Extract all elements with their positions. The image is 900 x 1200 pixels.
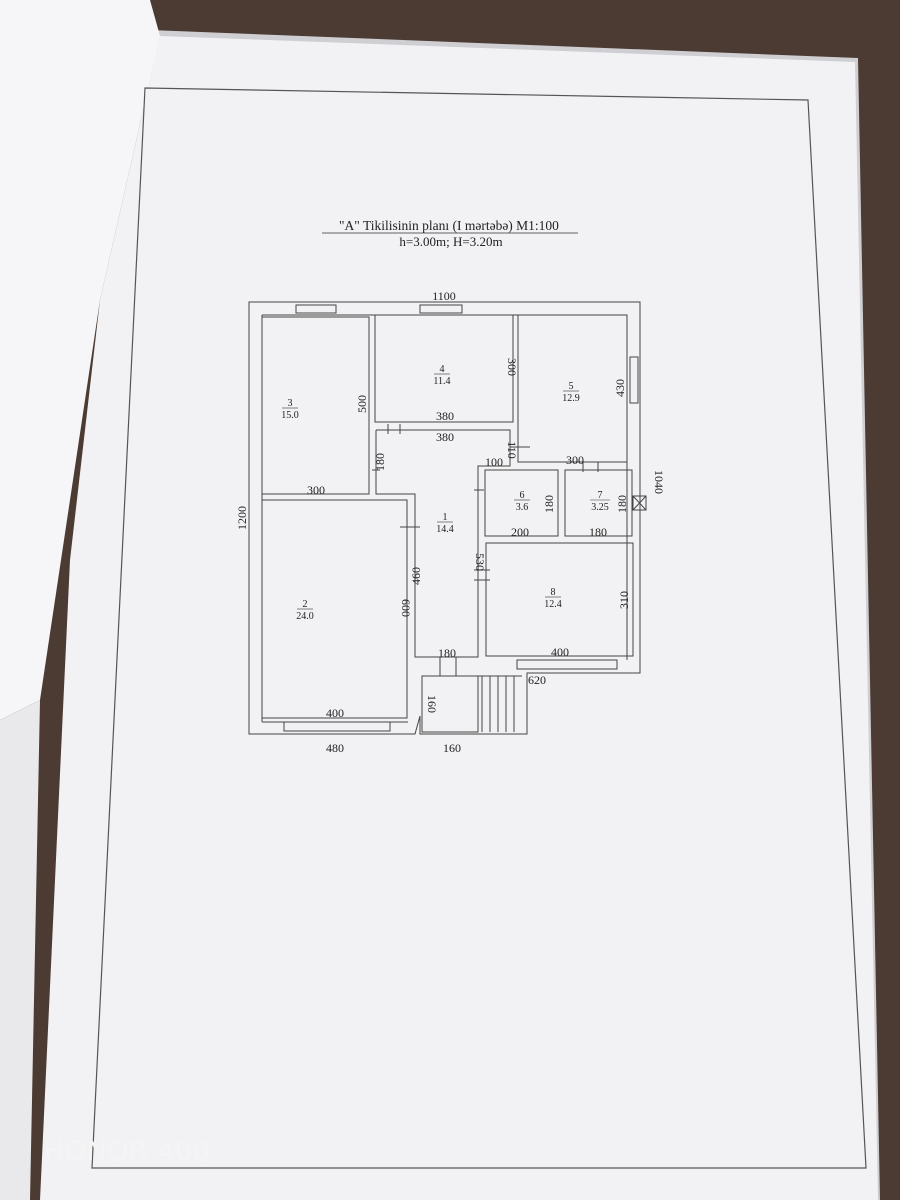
windows	[283, 304, 639, 732]
dim-room4-height: 300	[505, 358, 519, 376]
dim-hall-top: 380	[436, 430, 454, 444]
room-8-area: 12.4	[544, 599, 562, 610]
dim-room6-width: 200	[511, 525, 529, 539]
porch-outline	[421, 675, 479, 733]
room-6-area: 3.6	[516, 502, 529, 513]
room-3-outline	[261, 316, 370, 495]
left-page-lower	[0, 700, 40, 1200]
room-7-number: 7	[598, 490, 603, 501]
dim-top-total: 1100	[432, 289, 456, 303]
dim-room7-height: 180	[615, 495, 629, 513]
room-4-outline	[374, 314, 514, 423]
door-marks	[372, 424, 599, 676]
dim-room6-height: 180	[542, 495, 556, 513]
dim-room2-height: 600	[399, 599, 413, 617]
dim-room2-width: 400	[326, 706, 344, 720]
room-8-number: 8	[551, 587, 556, 598]
room-3-number: 3	[288, 398, 293, 409]
room-2-area: 24.0	[296, 611, 314, 622]
room-2-outline	[261, 499, 408, 719]
dim-room5-height: 430	[613, 379, 627, 397]
vent-cross-b	[632, 495, 647, 511]
outer-wall	[248, 301, 641, 735]
room-labels: 3 15.0 4 11.4 5 12.9 6 3.6 7 3.25 1 14.4…	[281, 364, 610, 622]
room-6-number: 6	[520, 490, 525, 501]
dim-porch-width: 180	[438, 646, 456, 660]
room-3-area: 15.0	[281, 410, 299, 421]
room-8-outline	[485, 542, 634, 657]
floor-plan	[248, 301, 647, 735]
dim-corridor-180: 180	[373, 453, 387, 471]
drawing-frame	[91, 87, 867, 1169]
dim-hall-530: 530	[473, 553, 487, 571]
camera-watermark: HONOR 400	[44, 1136, 211, 1167]
plan-title: "A" Tikilisinin planı (I mərtəbə) M1:100	[339, 218, 559, 233]
dim-hall-460: 460	[409, 567, 423, 585]
dim-room8-height: 310	[617, 591, 631, 609]
dim-step-110: 110	[505, 441, 519, 459]
room-5-outline	[517, 314, 628, 463]
room-5-area: 12.9	[562, 393, 580, 404]
dimension-labels: 1100 1200 1040 480 160 160 180 500 300 3…	[235, 289, 666, 755]
dim-room3-height: 500	[355, 395, 369, 413]
dim-right-total: 1040	[652, 470, 666, 494]
dim-bottom-left: 480	[326, 741, 344, 755]
dim-bottom-porch: 160	[443, 741, 461, 755]
room-4-area: 11.4	[433, 376, 450, 387]
room-1-outline	[375, 429, 511, 658]
room-4-number: 4	[440, 364, 445, 375]
dim-room8-620: 620	[528, 673, 546, 687]
dim-room3-width: 300	[307, 483, 325, 497]
room-5-number: 5	[569, 381, 574, 392]
dim-porch-height: 160	[425, 695, 439, 713]
room-7-area: 3.25	[591, 502, 609, 513]
room-1-area: 14.4	[436, 524, 454, 535]
dim-left-total: 1200	[235, 506, 249, 530]
room-1-number: 1	[443, 512, 448, 523]
vent-box	[632, 495, 647, 511]
dim-room8-width: 400	[551, 645, 569, 659]
dim-step-100: 100	[485, 455, 503, 469]
room-2-number: 2	[303, 599, 308, 610]
dim-room5-width: 300	[566, 453, 584, 467]
left-page	[0, 0, 160, 720]
porch-steps	[478, 675, 522, 732]
paper-sheet	[40, 36, 878, 1200]
room-6-outline	[484, 469, 559, 537]
dim-room7-width: 180	[589, 525, 607, 539]
plan-subtitle: h=3.00m; H=3.20m	[399, 234, 502, 249]
dim-room4-width: 380	[436, 409, 454, 423]
